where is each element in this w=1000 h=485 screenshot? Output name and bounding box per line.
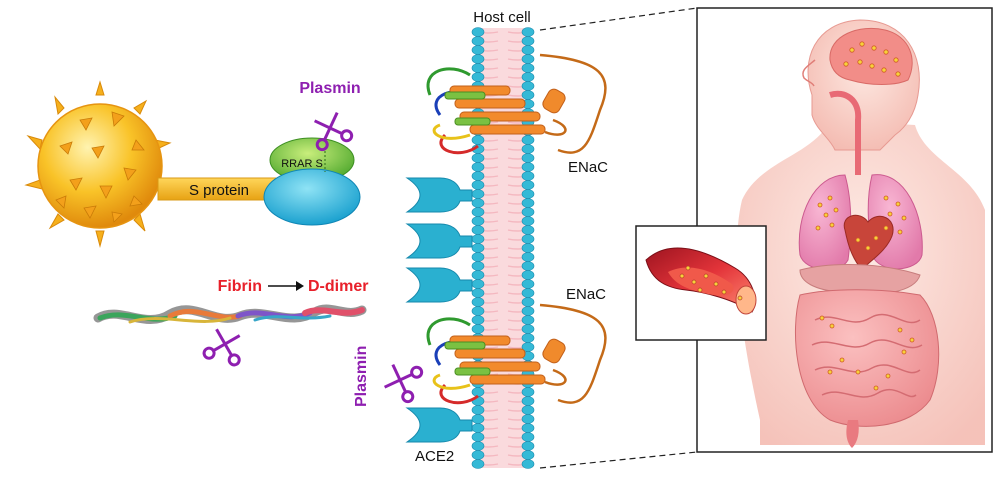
- zoom-line-top: [539, 7, 698, 31]
- plasmin-top-label: Plasmin: [299, 80, 360, 97]
- fibrin-molecule: [93, 304, 367, 324]
- s-protein-label: S protein: [189, 182, 249, 199]
- zoom-line-bottom: [539, 451, 698, 469]
- fibrin-label: Fibrin: [218, 278, 262, 295]
- host-cell-label: Host cell: [473, 9, 531, 26]
- spike-protein-head: [263, 137, 361, 226]
- human-body-illustration: [736, 19, 985, 448]
- ace2-receptor: [405, 267, 473, 303]
- enac-channel-bottom: [426, 303, 607, 405]
- coronavirus-icon: [24, 80, 173, 248]
- cleavage-site-label: RRAR S: [281, 158, 323, 170]
- enac-channel-top: [426, 53, 607, 155]
- d-dimer-label: D-dimer: [308, 278, 368, 295]
- ace2-receptor: [405, 407, 473, 443]
- ace2-label: ACE2: [415, 448, 454, 465]
- ace2-receptor: [405, 223, 473, 259]
- enac-top-label: ENaC: [568, 159, 608, 176]
- scissors-icon: [313, 111, 354, 152]
- blood-vessel-inset: [635, 225, 767, 341]
- ace2-receptor: [405, 177, 473, 213]
- enac-bottom-label: ENaC: [566, 286, 606, 303]
- scissors-icon: [383, 363, 424, 404]
- plasmin-side-label: Plasmin: [353, 346, 370, 407]
- ace2-receptors: [405, 177, 473, 443]
- arrow-right-icon: [268, 281, 304, 291]
- host-cell-membrane: [471, 27, 535, 469]
- scissors-icon: [202, 328, 241, 367]
